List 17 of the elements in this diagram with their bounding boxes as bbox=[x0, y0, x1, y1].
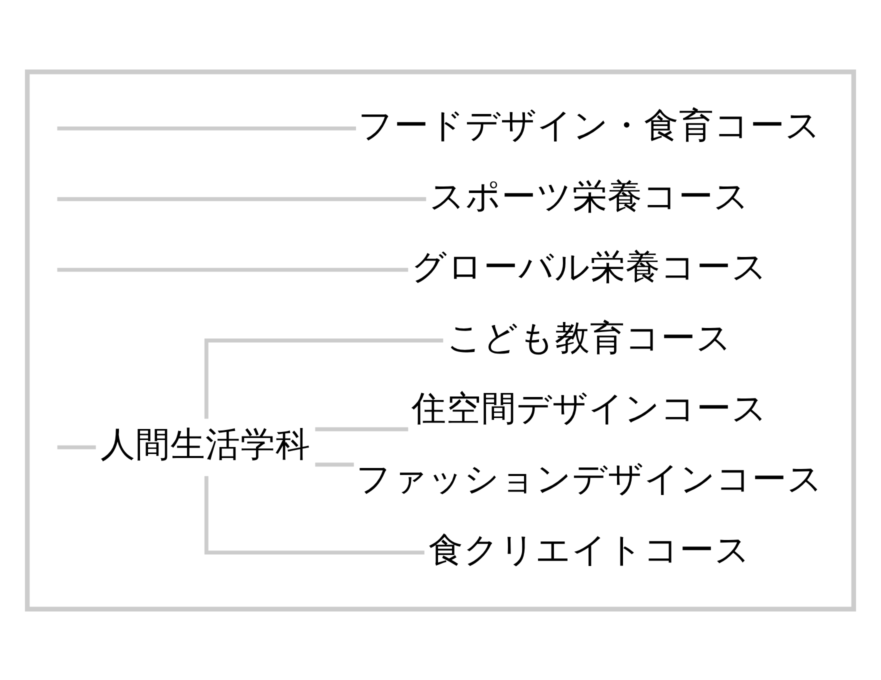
connector bbox=[57, 267, 408, 272]
node-text: ファッションデザインコース bbox=[356, 459, 824, 500]
connector bbox=[315, 462, 354, 466]
node-text: フードデザイン・食育コース bbox=[358, 106, 822, 146]
connector bbox=[57, 444, 96, 449]
node-text: スポーツ栄養コース bbox=[430, 176, 750, 216]
node-text: 人間生活学科 bbox=[100, 424, 311, 465]
node-text: グローバル栄養コース bbox=[412, 247, 768, 288]
connector bbox=[57, 126, 356, 130]
node-text: 食クリエイトコース bbox=[428, 530, 751, 570]
cluster bbox=[24, 69, 856, 611]
connector bbox=[204, 338, 444, 418]
connector bbox=[315, 426, 408, 431]
node-text: こども教育コース bbox=[447, 318, 732, 358]
node-text: 住空間デザインコース bbox=[412, 388, 768, 428]
connector bbox=[204, 476, 424, 554]
connector bbox=[57, 196, 426, 201]
